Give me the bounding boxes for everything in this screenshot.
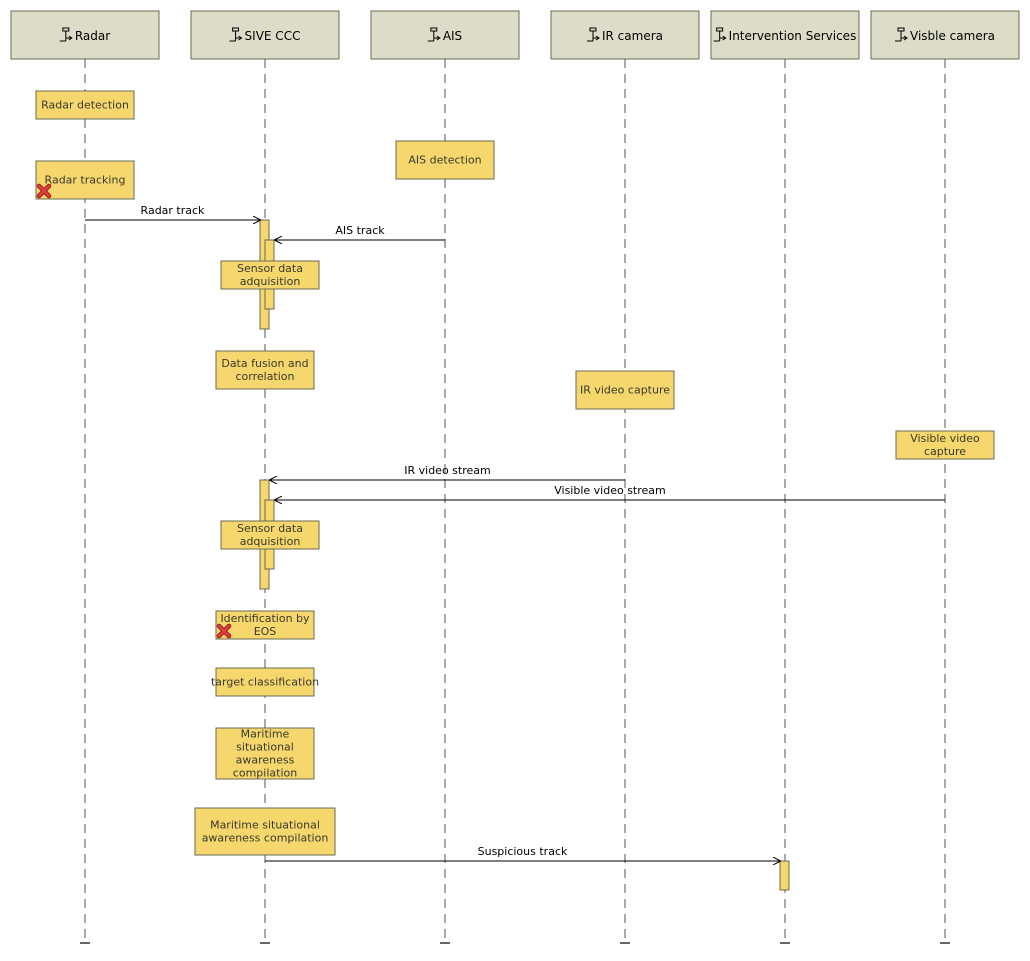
action-label-line: IR video capture: [580, 384, 670, 397]
action-label-line: Maritime situational: [210, 819, 320, 832]
lifeline-interv[interactable]: Intervention Services: [710, 10, 860, 944]
component-icon: [427, 27, 441, 42]
message-suspicious-track[interactable]: Suspicious track: [265, 845, 780, 861]
action-label-line: AIS detection: [408, 154, 481, 167]
action-label-line: awareness: [236, 754, 295, 767]
lifeline-radar[interactable]: Radar: [10, 10, 160, 944]
action-box[interactable]: [35, 90, 135, 120]
action-target-class[interactable]: target classification: [211, 667, 319, 697]
action-box[interactable]: [35, 160, 135, 200]
component-icon: [895, 27, 908, 42]
action-box[interactable]: [220, 520, 320, 550]
lifeline-label: Radar: [75, 29, 110, 43]
action-label-line: compilation: [233, 767, 297, 780]
message-ir-video-stream[interactable]: IR video stream: [270, 464, 625, 480]
message-label: Suspicious track: [478, 845, 568, 858]
component-icon: [586, 27, 600, 42]
action-label-line: correlation: [235, 370, 294, 383]
action-label-line: awareness compilation: [202, 832, 329, 845]
action-box[interactable]: [895, 430, 995, 460]
lifeline-ir[interactable]: IR camera: [550, 10, 700, 944]
action-box[interactable]: [575, 370, 675, 410]
message-label: Visible video stream: [554, 484, 666, 497]
message-ais-track[interactable]: AIS track: [275, 224, 445, 240]
action-box[interactable]: [215, 667, 315, 697]
action-box[interactable]: [194, 807, 336, 856]
action-box[interactable]: [215, 727, 315, 780]
action-label-line: adquisition: [240, 535, 301, 548]
action-label-line: Radar detection: [41, 99, 129, 112]
lifeline-head[interactable]: [370, 10, 520, 60]
action-label-line: Radar tracking: [45, 174, 126, 187]
message-label: IR video stream: [404, 464, 490, 477]
lifeline-visible[interactable]: Visble camera: [870, 10, 1020, 944]
activations-layer: [259, 219, 790, 891]
action-label-line: Sensor data: [237, 522, 303, 535]
lifeline-sive[interactable]: SIVE CCC: [190, 10, 340, 944]
action-label-line: Sensor data: [237, 262, 303, 275]
lifeline-head[interactable]: [710, 10, 860, 60]
component-icon: [713, 27, 727, 42]
component-icon: [229, 27, 243, 42]
lifeline-head[interactable]: [190, 10, 340, 60]
lifelines-layer: Radar SIVE CCC AIS IR camera Intervention Se…: [10, 10, 1020, 944]
lifeline-head[interactable]: [550, 10, 700, 60]
action-radar-detection[interactable]: Radar detection: [35, 90, 135, 120]
action-ir-capture[interactable]: IR video capture: [575, 370, 675, 410]
lifeline-label: SIVE CCC: [245, 29, 301, 43]
message-label: AIS track: [335, 224, 385, 237]
lifeline-label: Intervention Services: [729, 29, 857, 43]
lifeline-head[interactable]: [10, 10, 160, 60]
action-label-line: situational: [236, 741, 294, 754]
lifeline-head[interactable]: [870, 10, 1020, 60]
action-label-line: target classification: [211, 676, 319, 689]
activation-intervention[interactable]: [779, 860, 790, 891]
action-box[interactable]: [215, 610, 315, 640]
action-label-line: adquisition: [240, 275, 301, 288]
message-label: Radar track: [141, 204, 206, 217]
message-radar-track[interactable]: Radar track: [85, 204, 260, 220]
action-label-line: Visible video: [910, 432, 980, 445]
action-label-line: capture: [924, 445, 966, 458]
component-icon: [59, 27, 73, 42]
lifeline-label: IR camera: [602, 29, 663, 43]
action-label-line: Identification by: [220, 612, 310, 625]
action-label-line: Data fusion and: [221, 357, 308, 370]
action-label-line: EOS: [254, 625, 277, 638]
action-box[interactable]: [395, 140, 495, 180]
terminate-x-icon: [36, 183, 52, 199]
action-box[interactable]: [215, 350, 315, 390]
action-radar-tracking[interactable]: Radar tracking: [35, 160, 135, 200]
lifeline-label: AIS: [443, 29, 462, 43]
message-visible-video-stream[interactable]: Visible video stream: [275, 484, 945, 500]
action-ais-detection[interactable]: AIS detection: [395, 140, 495, 180]
action-label-line: Maritime: [241, 728, 290, 741]
action-box[interactable]: [220, 260, 320, 290]
lifeline-label: Visble camera: [910, 29, 995, 43]
terminate-x-icon: [216, 623, 232, 639]
